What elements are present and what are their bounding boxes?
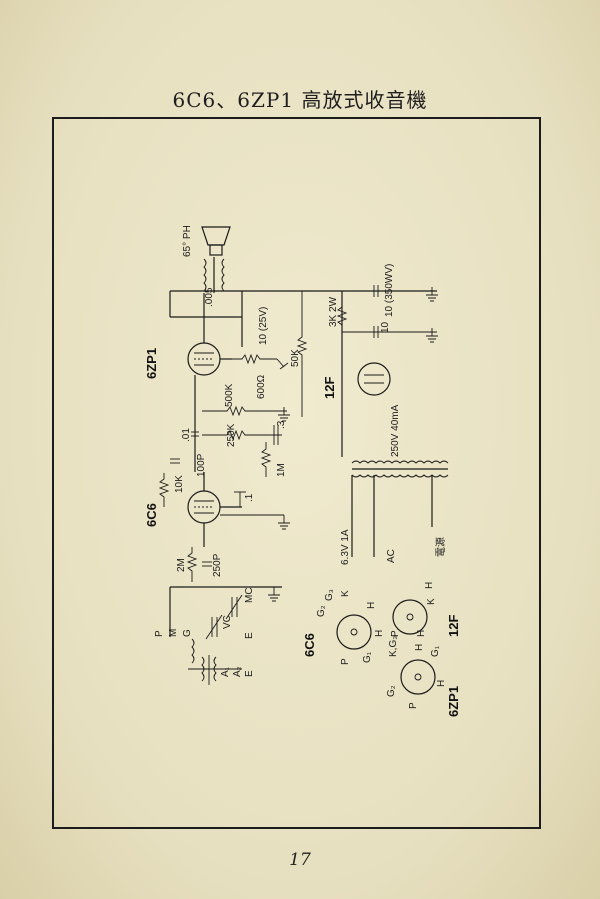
coil-tap-p: P: [154, 630, 165, 637]
page-title: 6C6、6ZP1 高放式收音機: [172, 88, 428, 112]
ground-symbols: [268, 287, 438, 602]
pin-6c6-g3: G₃: [324, 589, 335, 601]
tube-label-6zp1: 6ZP1: [144, 348, 159, 379]
pin-6zp1-kg3: K,G₃: [388, 636, 399, 657]
label-c-01: .01: [181, 428, 192, 442]
pin-6c6-g2: G₂: [316, 605, 327, 617]
pin-12f-p: P: [390, 630, 401, 637]
antenna-a1: A₁: [220, 666, 231, 677]
pin-6c6-p: P: [340, 658, 351, 665]
pinout-6zp1: [400, 659, 436, 695]
label-c-1: .1: [244, 493, 255, 502]
label-vc: VC: [222, 615, 233, 629]
label-r-3k: 3K 2W: [328, 296, 339, 327]
pinout-6c6: [336, 614, 372, 650]
coil-tap-e: E: [244, 632, 255, 639]
label-c-100p: 100P: [196, 453, 207, 477]
label-ac: AC: [386, 549, 397, 563]
label-c-out: .005: [204, 287, 215, 307]
tube-label-6c6: 6C6: [144, 503, 159, 527]
label-c-250p: 250P: [212, 553, 223, 577]
label-r-50k: 50K: [290, 349, 301, 367]
label-c-10: 10: [380, 321, 391, 333]
label-c-10-350: 10 (350WV): [384, 264, 395, 317]
pin-6zp1-g2: G₂: [386, 685, 397, 697]
label-r-10k: 10K: [174, 475, 185, 493]
pin-6zp1-p: P: [408, 702, 419, 709]
schematic-diagram: 65° PH .005 6ZP1 10 (25V) 600Ω 50K 500K …: [144, 225, 461, 717]
label-r-250k: 250K: [226, 423, 237, 447]
coil-tap-m: M: [168, 629, 179, 637]
label-c-3: .3: [276, 420, 287, 429]
label-transformer: 250V 40mA: [390, 404, 401, 457]
power-transformer: [351, 460, 449, 478]
antenna-e: E: [244, 670, 255, 677]
tube-label-12f: 12F: [322, 377, 337, 399]
label-c-cath: 10 (25V): [258, 307, 269, 345]
pinout-label-6zp1: 6ZP1: [446, 686, 461, 717]
pin-12f-h2: H: [424, 582, 435, 589]
label-r-1m: 1M: [276, 463, 287, 477]
label-mc: MC: [244, 587, 255, 603]
diagram-frame: [52, 117, 541, 829]
pin-6zp1-g1: G₁: [430, 645, 441, 657]
pinout-12f: [392, 599, 428, 635]
pin-12f-k: K: [426, 598, 437, 605]
pin-6c6-h1: H: [366, 602, 377, 609]
antenna-a2: A₂: [232, 666, 243, 677]
speaker-symbol: [201, 226, 231, 256]
tube-12f: [357, 362, 391, 396]
pin-12f-h1: H: [416, 630, 427, 637]
pinout-label-6c6: 6C6: [302, 633, 317, 657]
pin-6zp1-h2: H: [436, 680, 447, 687]
label-r-500k: 500K: [224, 383, 235, 407]
output-transformer: [203, 257, 225, 293]
label-power: 電源: [434, 537, 447, 557]
tube-6c6: [187, 490, 221, 524]
tube-6zp1: [187, 342, 221, 376]
pin-6c6-h2: H: [374, 630, 385, 637]
label-r-600: 600Ω: [256, 374, 267, 399]
pin-6zp1-h1: H: [414, 644, 425, 651]
label-heater: 6.3V 1A: [340, 529, 351, 565]
pinout-label-12f: 12F: [446, 615, 461, 637]
pin-6c6-g1: G₁: [362, 651, 373, 663]
page-number: 17: [289, 850, 311, 870]
coil-tap-g: G: [182, 629, 193, 637]
speaker-label: 65° PH: [182, 225, 193, 257]
label-r-2m: 2M: [176, 558, 187, 572]
pin-6c6-k: K: [340, 590, 351, 597]
